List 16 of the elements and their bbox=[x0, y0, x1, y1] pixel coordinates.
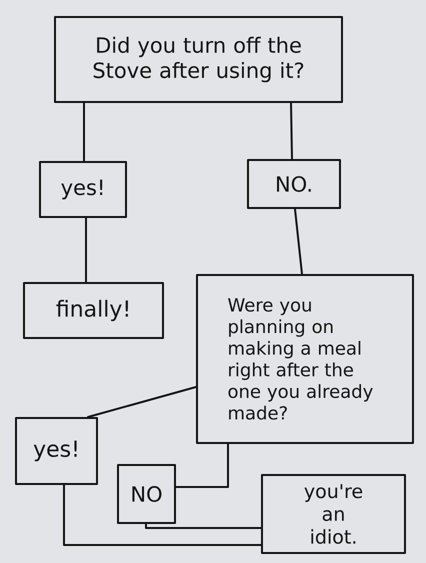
connector-line bbox=[87, 386, 197, 418]
question-box: Were you planning on making a meal right after the one you already made? bbox=[196, 274, 414, 444]
reply-box: NO. bbox=[247, 159, 341, 209]
reply-box: yes! bbox=[15, 417, 98, 485]
connector-line bbox=[294, 208, 303, 275]
reply-box: yes! bbox=[39, 161, 127, 218]
connector-line bbox=[175, 443, 229, 488]
reply-box: NO bbox=[117, 464, 176, 524]
connector-line bbox=[145, 523, 262, 529]
connector-line bbox=[85, 217, 87, 283]
connector-line bbox=[63, 484, 262, 546]
connector-line bbox=[83, 102, 85, 162]
result-box: you're an idiot. bbox=[261, 474, 406, 554]
question-box: Did you turn off the Stove after using it? bbox=[54, 16, 343, 103]
connector-line bbox=[290, 102, 293, 160]
result-box: finally! bbox=[23, 282, 164, 339]
